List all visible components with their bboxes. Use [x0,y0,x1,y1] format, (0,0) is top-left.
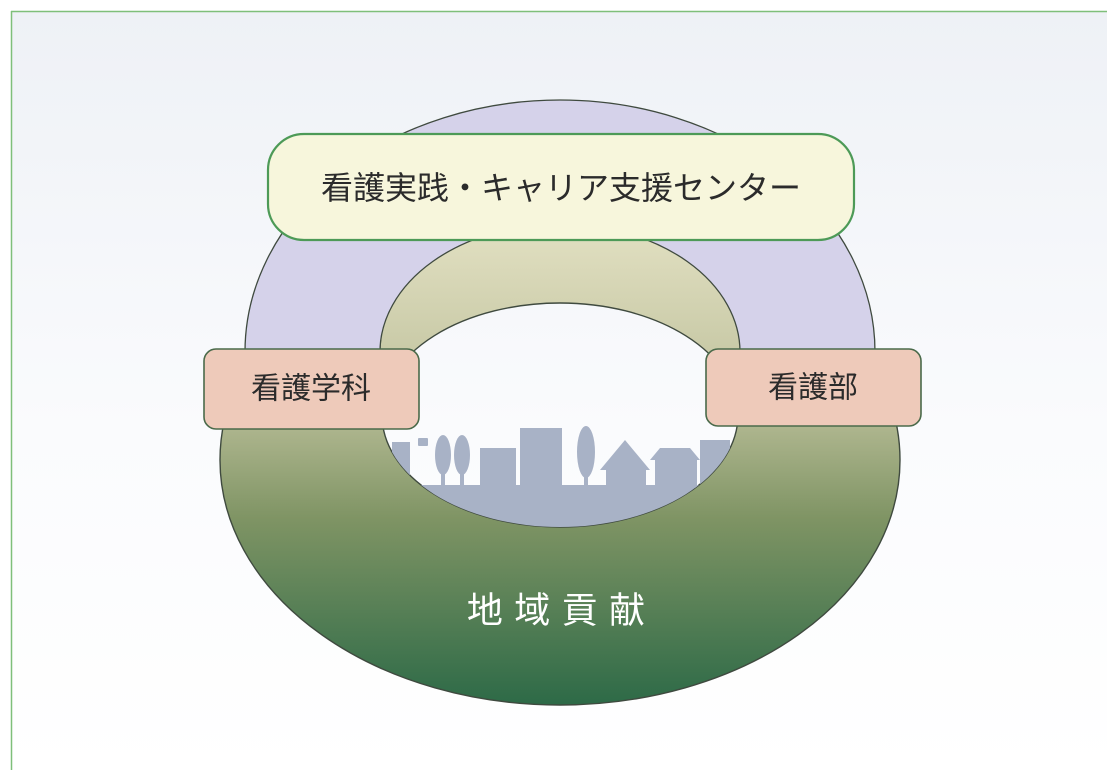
center-box-label: 看護実践・キャリア支援センター [321,169,801,207]
right-box-label: 看護部 [768,371,858,406]
left-box [203,348,420,430]
right-box [705,348,922,427]
center-box [266,132,856,242]
bottom-label: 地 域 貢 献 [467,591,645,632]
left-box-label: 看護学科 [251,372,371,407]
